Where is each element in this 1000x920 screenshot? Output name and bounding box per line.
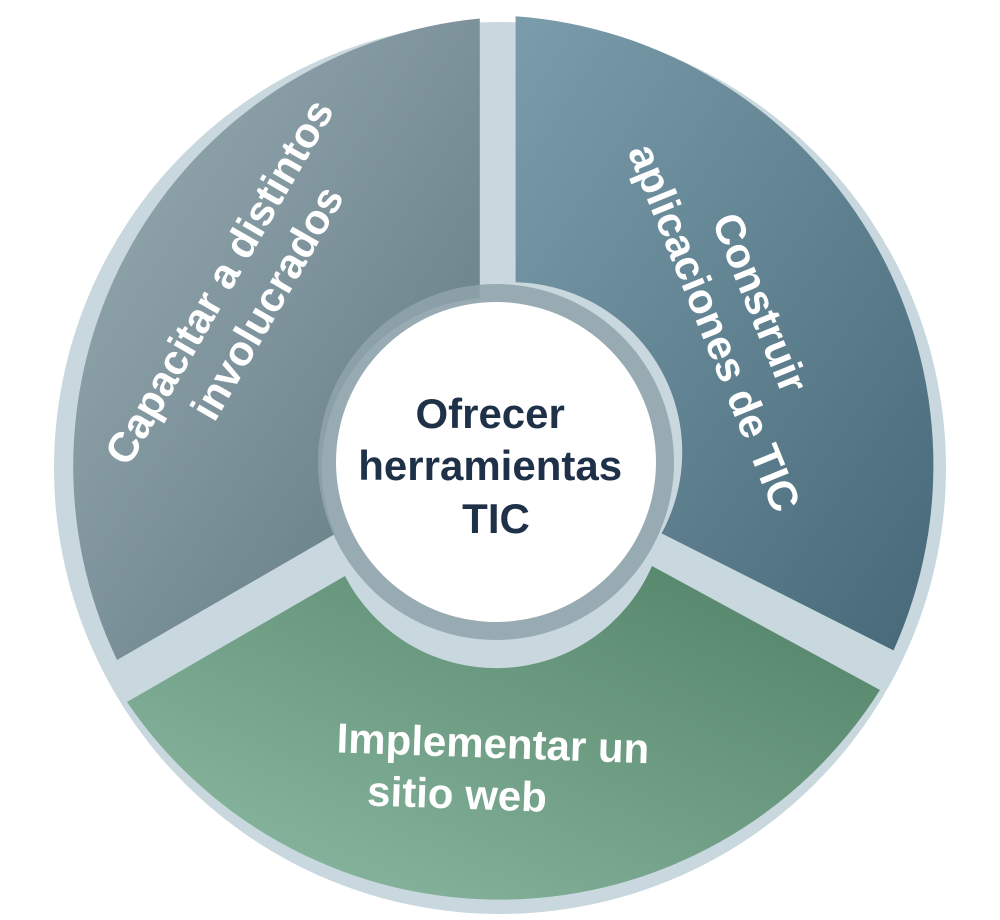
center-circle bbox=[336, 302, 656, 622]
center-title-line-1: Ofrecer bbox=[415, 390, 564, 437]
segment-implementar-line-1: Implementar un bbox=[336, 714, 650, 772]
segment-implementar-label: Implementar un sitio web bbox=[334, 714, 662, 824]
segment-construir bbox=[515, 16, 934, 651]
center-title-line-2: herramientas bbox=[358, 442, 622, 489]
segment-capacitar bbox=[73, 18, 480, 660]
center-title-line-3: TIC bbox=[462, 495, 530, 542]
segment-implementar bbox=[127, 566, 880, 900]
center-title: Ofrecer herramientas TIC bbox=[358, 390, 633, 542]
segment-implementar-line-2: sitio web bbox=[366, 767, 547, 820]
